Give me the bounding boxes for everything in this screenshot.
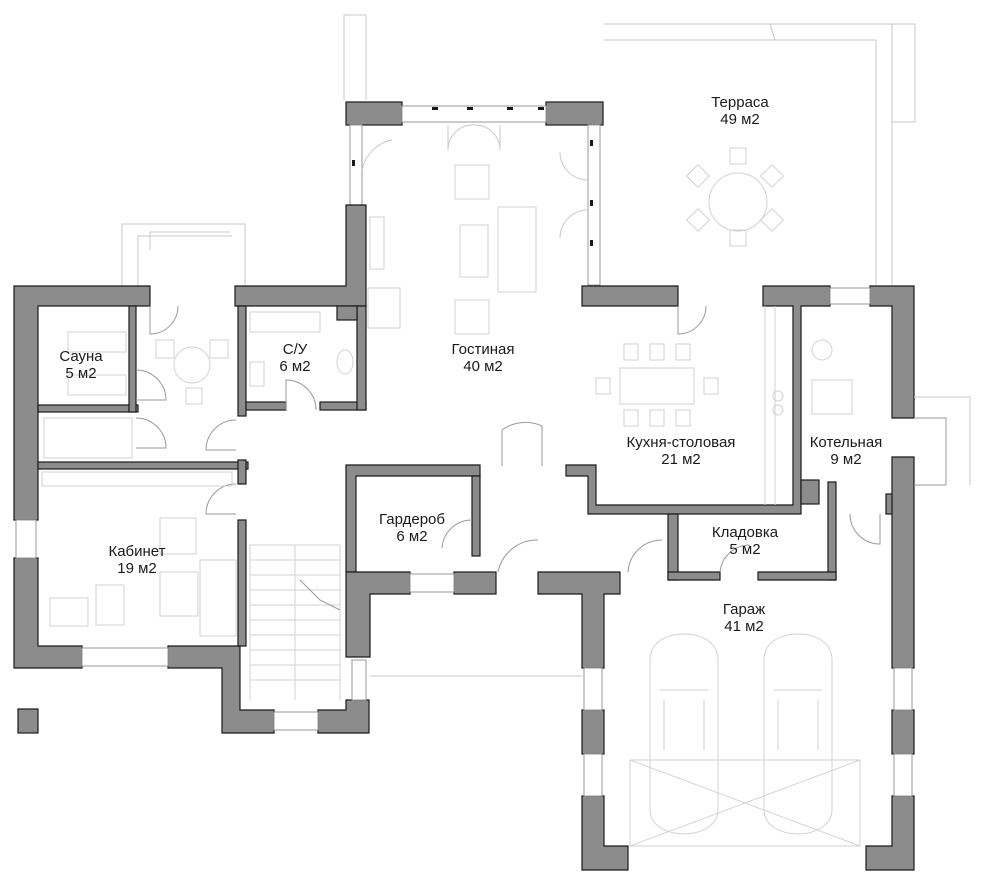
room-terrace-name: Терраса [711, 94, 769, 111]
walls [13, 204, 915, 871]
room-bathroom-name: С/У [283, 341, 308, 358]
room-terrace: Терраса 49 м2 [711, 94, 769, 128]
room-sauna: Сауна 5 м2 [59, 348, 103, 382]
room-bathroom-area: 6 м2 [279, 358, 310, 375]
room-living-area: 40 м2 [463, 358, 503, 375]
boiler-equipment [811, 339, 853, 415]
room-pantry: Кладовка 5 м2 [712, 524, 779, 558]
sauna-furniture [43, 331, 229, 459]
room-living: Гостиная 40 м2 [452, 341, 515, 375]
bay-window [345, 101, 604, 286]
room-garage-name: Гараж [723, 601, 765, 618]
room-kitchen-area: 21 м2 [661, 451, 701, 468]
room-boiler: Котельная 9 м2 [810, 434, 883, 468]
entrance-canopy [121, 223, 246, 285]
room-kitchen-name: Кухня-столовая [627, 434, 736, 451]
garage-cars [370, 633, 861, 847]
room-pantry-area: 5 м2 [729, 541, 760, 558]
room-sauna-area: 5 м2 [65, 365, 96, 382]
room-wardrobe-area: 6 м2 [396, 528, 427, 545]
room-sauna-name: Сауна [59, 348, 103, 365]
terrace-dining-table [685, 147, 785, 247]
room-boiler-name: Котельная [810, 434, 883, 451]
room-garage: Гараж 41 м2 [723, 601, 765, 635]
room-office: Кабинет 19 м2 [108, 543, 165, 577]
windows [15, 287, 913, 797]
staircase [249, 544, 341, 700]
room-pantry-name: Кладовка [712, 524, 779, 541]
room-terrace-area: 49 м2 [720, 111, 760, 128]
room-wardrobe-name: Гардероб [379, 511, 445, 528]
room-boiler-area: 9 м2 [830, 451, 861, 468]
bathroom-fixtures [249, 287, 401, 387]
office-furniture [41, 471, 237, 637]
room-garage-area: 41 м2 [724, 618, 764, 635]
room-bathroom: С/У 6 м2 [279, 341, 310, 375]
living-furniture [369, 164, 537, 335]
room-office-area: 19 м2 [117, 560, 157, 577]
door-swings [135, 305, 971, 573]
terrace-outline [343, 14, 916, 285]
kitchen-furniture [595, 306, 784, 505]
room-wardrobe: Гардероб 6 м2 [379, 511, 445, 545]
room-living-name: Гостиная [452, 341, 515, 358]
room-office-name: Кабинет [108, 543, 165, 560]
room-kitchen: Кухня-столовая 21 м2 [627, 434, 736, 468]
